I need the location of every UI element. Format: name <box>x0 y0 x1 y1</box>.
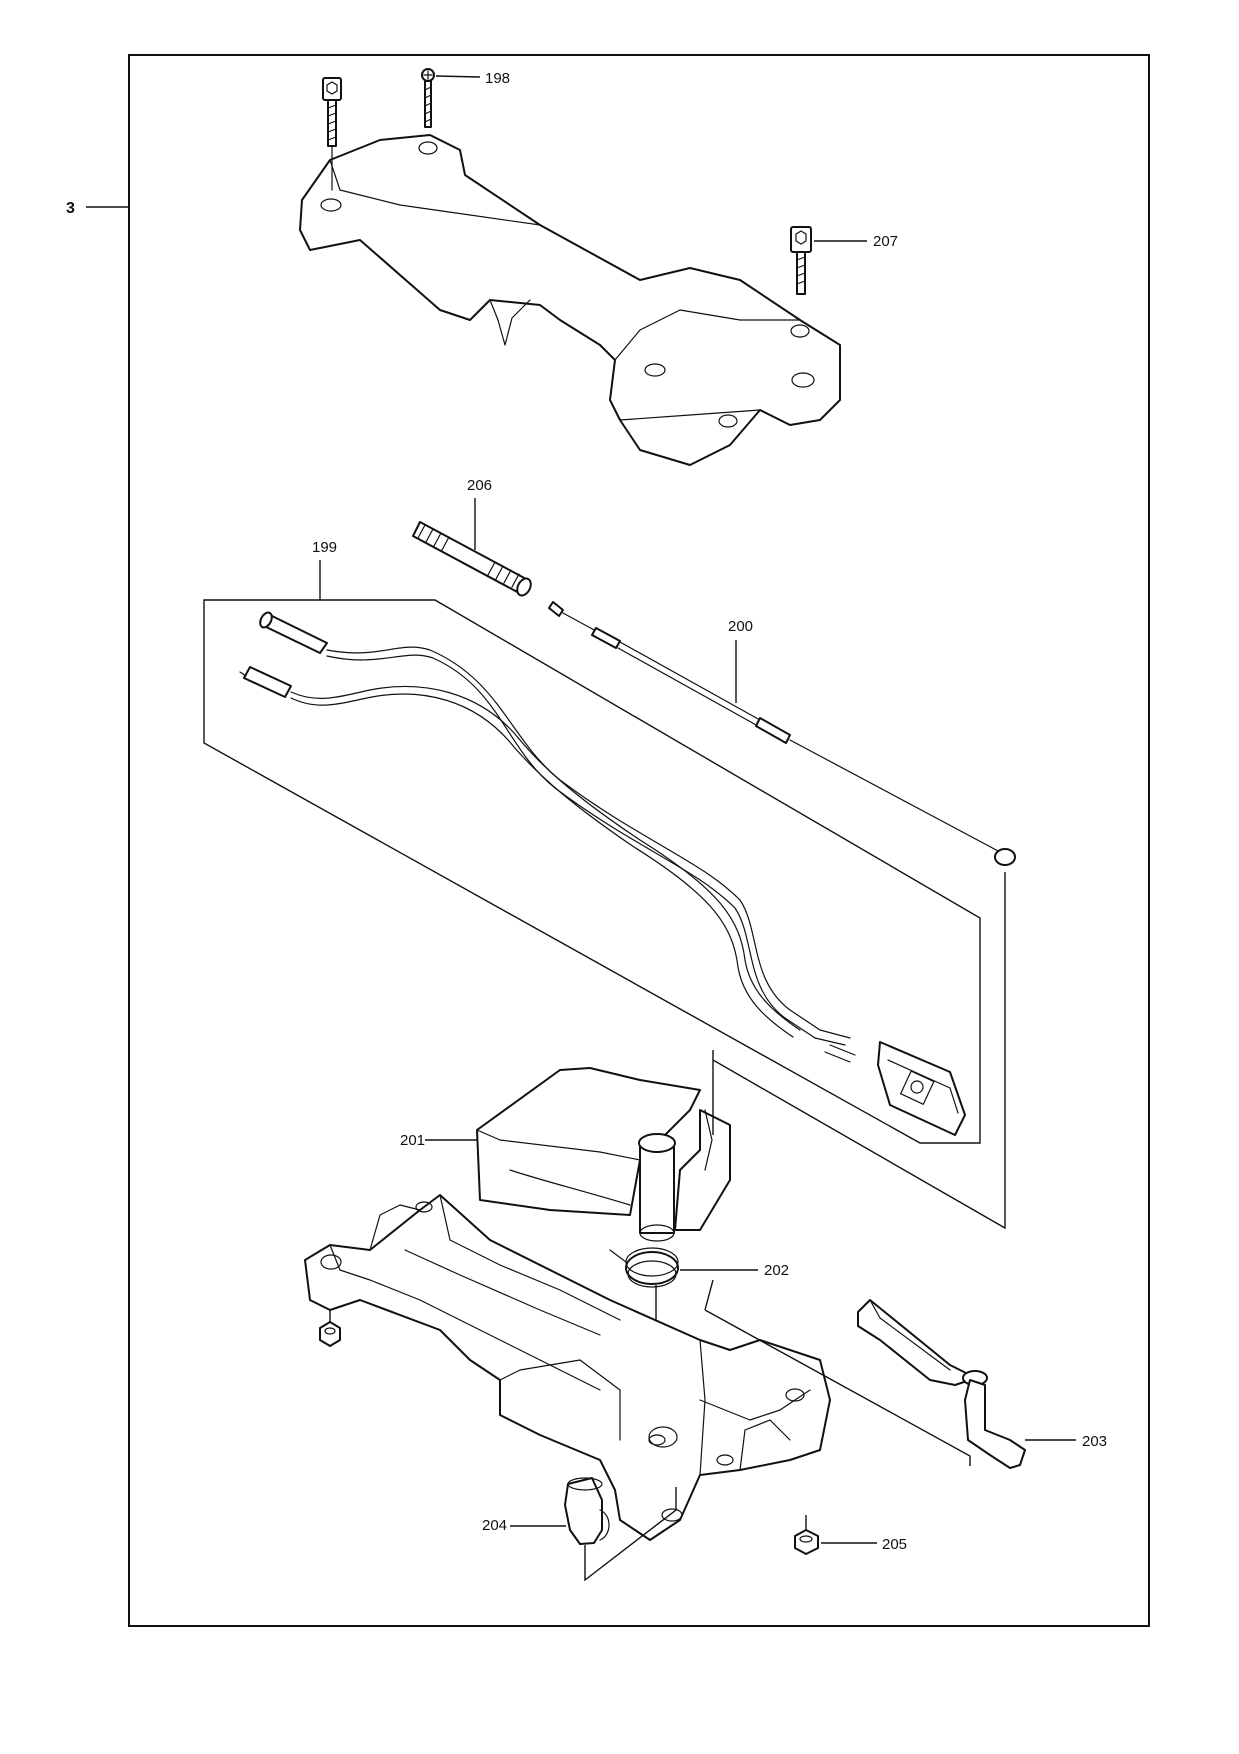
throttle-trigger-201 <box>476 1067 731 1242</box>
cap-204 <box>564 1477 610 1545</box>
nut-left <box>319 1310 341 1347</box>
callout-198: 198 <box>485 70 510 87</box>
nut-205 <box>794 1515 819 1555</box>
assembly-guide-cable <box>712 872 1006 1230</box>
callout-203: 203 <box>1082 1433 1107 1450</box>
callout-202: 202 <box>764 1262 789 1279</box>
callout-204: 204 <box>482 1517 507 1534</box>
bolt-left <box>322 77 342 191</box>
wire-harness-199 <box>239 611 856 1063</box>
wire-harness-group-outline <box>203 599 981 1144</box>
stud-bolt-206 <box>412 521 532 597</box>
diagram-frame <box>128 54 1150 1627</box>
assembly-guide-lever <box>704 1279 971 1466</box>
screw-198 <box>421 68 435 128</box>
callout-200: 200 <box>728 618 753 635</box>
stop-switch <box>877 1041 966 1136</box>
lower-handle-housing <box>304 1194 831 1541</box>
leader-198 <box>435 75 481 78</box>
spring-202 <box>609 1247 679 1288</box>
callout-199: 199 <box>312 539 337 556</box>
bolt-207 <box>790 226 812 295</box>
callout-205: 205 <box>882 1536 907 1553</box>
upper-handle-housing <box>299 134 841 466</box>
assembly-guide-cap <box>584 1487 677 1582</box>
callout-206: 206 <box>467 477 492 494</box>
callout-201: 201 <box>400 1132 425 1149</box>
throttle-cable-200 <box>548 601 1016 866</box>
group-label: 3 <box>66 200 75 217</box>
lock-lever-203 <box>857 1299 1026 1469</box>
callout-207: 207 <box>873 233 898 250</box>
